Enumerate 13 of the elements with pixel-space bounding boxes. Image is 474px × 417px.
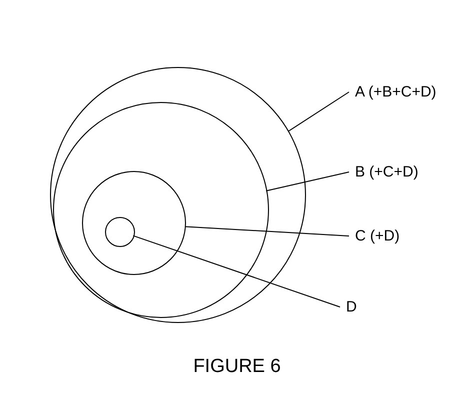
callout-label: B (+C+D)	[355, 164, 418, 180]
callout-label: D	[346, 298, 357, 316]
callout-label: A (+B+C+D)	[355, 84, 436, 100]
circle	[104, 216, 134, 246]
figure-caption: FIGURE 6	[192, 356, 282, 378]
leader-line	[132, 235, 340, 308]
circle	[82, 171, 186, 275]
circle	[50, 67, 306, 323]
callout-label: C (+D)	[355, 228, 400, 244]
circle	[52, 102, 268, 318]
leader-line	[266, 172, 350, 192]
leader-line	[288, 92, 350, 132]
leader-line	[184, 226, 350, 236]
